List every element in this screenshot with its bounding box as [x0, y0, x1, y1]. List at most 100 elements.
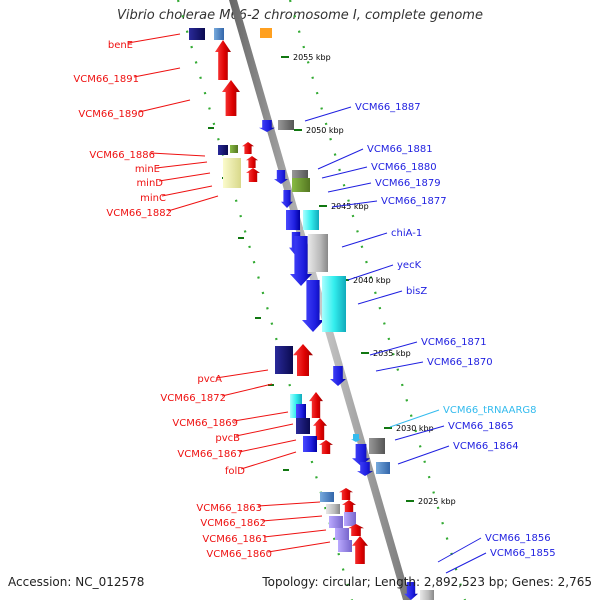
gene-feature	[369, 438, 385, 454]
leader-line	[221, 383, 273, 397]
gene-label-vcm66-1860: VCM66_1860	[206, 549, 272, 560]
gene-label-vcm66-1872: VCM66_1872	[160, 393, 226, 404]
gene-label-vcm66-1856: VCM66_1856	[485, 533, 551, 544]
gene-label-fold: folD	[225, 466, 245, 477]
gene-feature	[344, 512, 356, 526]
gene-label-vcm66-1882: VCM66_1882	[106, 208, 172, 219]
leader-line	[445, 552, 487, 574]
gene-label-vcm66-1879: VCM66_1879	[375, 178, 441, 189]
leader-line	[161, 185, 213, 197]
gene-label-vcm66-1864: VCM66_1864	[453, 441, 519, 452]
gene-features	[189, 28, 434, 600]
leader-line	[357, 290, 403, 305]
gene-feature	[215, 40, 231, 80]
gene-feature	[351, 434, 361, 442]
gene-feature	[326, 504, 340, 514]
gene-label-vcm66-1865: VCM66_1865	[448, 421, 514, 432]
gene-feature	[338, 540, 352, 552]
topology-summary: Topology: circular; Length: 2,892,523 bp…	[262, 575, 592, 589]
ruler-label-2055-kbp: 2055 kbp	[293, 53, 331, 62]
gene-feature	[322, 276, 346, 332]
leader-line	[397, 445, 450, 465]
leader-line	[233, 411, 289, 422]
ruler-label-2035-kbp: 2035 kbp	[373, 349, 411, 358]
leader-line	[347, 264, 394, 281]
gene-feature	[246, 156, 258, 168]
gene-feature	[293, 344, 313, 376]
gene-feature	[302, 280, 324, 332]
gene-feature	[214, 28, 224, 40]
gene-label-vcm66-1880: VCM66_1880	[371, 162, 437, 173]
gene-feature	[296, 404, 306, 418]
leader-line	[317, 148, 364, 170]
gene-feature	[189, 28, 205, 40]
leader-line	[369, 341, 418, 356]
gene-label-bisz: bisZ	[406, 286, 427, 297]
leader-line	[437, 537, 482, 563]
gene-feature	[376, 462, 390, 474]
gene-label-vcm66-1890: VCM66_1890	[78, 109, 144, 120]
leader-line	[321, 166, 368, 179]
gene-feature	[352, 536, 368, 564]
gene-feature	[420, 590, 434, 600]
gene-label-pvca: pvcA	[197, 374, 222, 385]
gene-feature	[303, 210, 319, 230]
leader-line	[155, 161, 208, 169]
gene-feature	[319, 440, 333, 454]
leader-line	[238, 439, 297, 453]
gene-feature	[259, 120, 275, 132]
gene-feature	[230, 145, 238, 153]
leader-line	[240, 451, 297, 470]
ruler-label-2050-kbp: 2050 kbp	[306, 126, 344, 135]
gene-feature	[274, 170, 288, 184]
gene-label-vcm66-1863: VCM66_1863	[196, 503, 262, 514]
leader-line	[138, 99, 191, 113]
leader-line	[235, 423, 294, 437]
leader-line	[215, 369, 269, 379]
gene-feature	[242, 142, 254, 154]
gene-label-bene: benE	[108, 40, 133, 51]
leader-line	[389, 409, 440, 428]
gene-label-minc: minC	[140, 193, 166, 204]
gene-feature	[348, 524, 364, 536]
leader-line	[150, 152, 206, 157]
ruler-label-2040-kbp: 2040 kbp	[353, 276, 391, 285]
ruler-label-2030-kbp: 2030 kbp	[396, 424, 434, 433]
gene-feature	[342, 500, 356, 514]
gene-feature	[223, 158, 241, 188]
leader-line	[394, 425, 445, 441]
gene-feature	[313, 418, 327, 440]
gene-feature	[404, 582, 418, 600]
gene-feature	[330, 366, 346, 386]
accession-text: Accession: NC_012578	[8, 575, 145, 589]
gene-label-vcm66-1869: VCM66_1869	[172, 418, 238, 429]
gene-label-vcm66-1855: VCM66_1855	[490, 548, 556, 559]
gene-label-vcm66-1870: VCM66_1870	[427, 357, 493, 368]
ruler-label-2025-kbp: 2025 kbp	[418, 497, 456, 506]
leader-line	[133, 67, 181, 78]
gene-feature	[296, 418, 310, 434]
ruler-label-2045-kbp: 2045 kbp	[331, 202, 369, 211]
leader-line	[341, 232, 388, 248]
gene-feature	[292, 178, 310, 192]
leader-line	[267, 541, 331, 553]
gene-label-vcm66-1886: VCM66_1886	[89, 150, 155, 161]
gene-label-vcm66-1881: VCM66_1881	[367, 144, 433, 155]
gene-feature	[281, 190, 293, 208]
gene-feature	[329, 516, 343, 528]
gene-feature	[286, 210, 300, 230]
gene-feature	[320, 492, 334, 502]
gene-label-vcm66-trnaarg8: VCM66_tRNAARG8	[443, 405, 537, 416]
gene-label-vcm66-1891: VCM66_1891	[73, 74, 139, 85]
leader-line	[331, 200, 378, 208]
leader-line	[261, 515, 323, 522]
gene-feature	[246, 168, 260, 182]
leader-line	[127, 33, 181, 44]
leader-line	[158, 172, 211, 182]
leader-line	[257, 501, 321, 507]
gene-label-vcm66-1871: VCM66_1871	[421, 337, 487, 348]
gene-label-mine: minE	[135, 164, 160, 175]
